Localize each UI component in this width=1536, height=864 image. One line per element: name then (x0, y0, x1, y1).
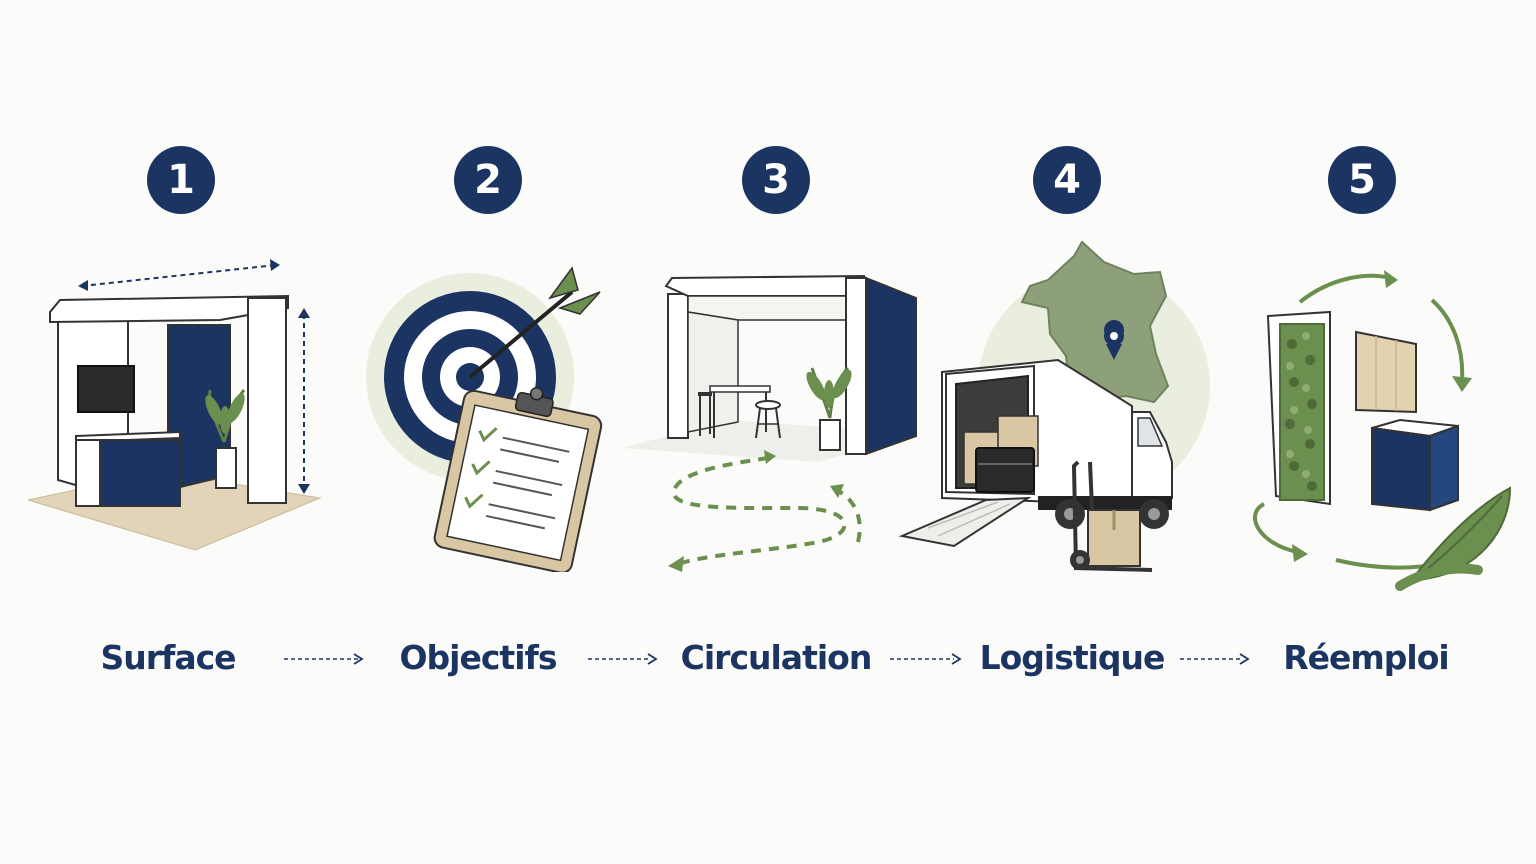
step-2-badge: 2 (454, 146, 522, 214)
step-1-badge: 1 (147, 146, 215, 214)
reuse-cycle-icon (1252, 270, 1512, 591)
step-2-label: Objectifs (399, 638, 557, 677)
target-checklist-icon (366, 266, 603, 572)
connector-arrow-2 (588, 653, 658, 665)
step-3-badge: 3 (742, 146, 810, 214)
connector-arrow-4 (1180, 653, 1250, 665)
booth-dimensions-icon (27, 259, 322, 551)
step-4-label: Logistique (979, 638, 1166, 677)
connector-arrow-3 (890, 653, 962, 665)
step-5-label: Réemploi (1283, 638, 1449, 677)
step-4-badge: 4 (1033, 146, 1101, 214)
connector-arrow-1 (284, 653, 364, 665)
delivery-truck-icon (898, 240, 1210, 572)
step-5-badge: 5 (1328, 146, 1396, 214)
step-1-label: Surface (100, 638, 236, 677)
visitor-flow-icon (622, 274, 918, 572)
step-3-label: Circulation (680, 638, 873, 677)
